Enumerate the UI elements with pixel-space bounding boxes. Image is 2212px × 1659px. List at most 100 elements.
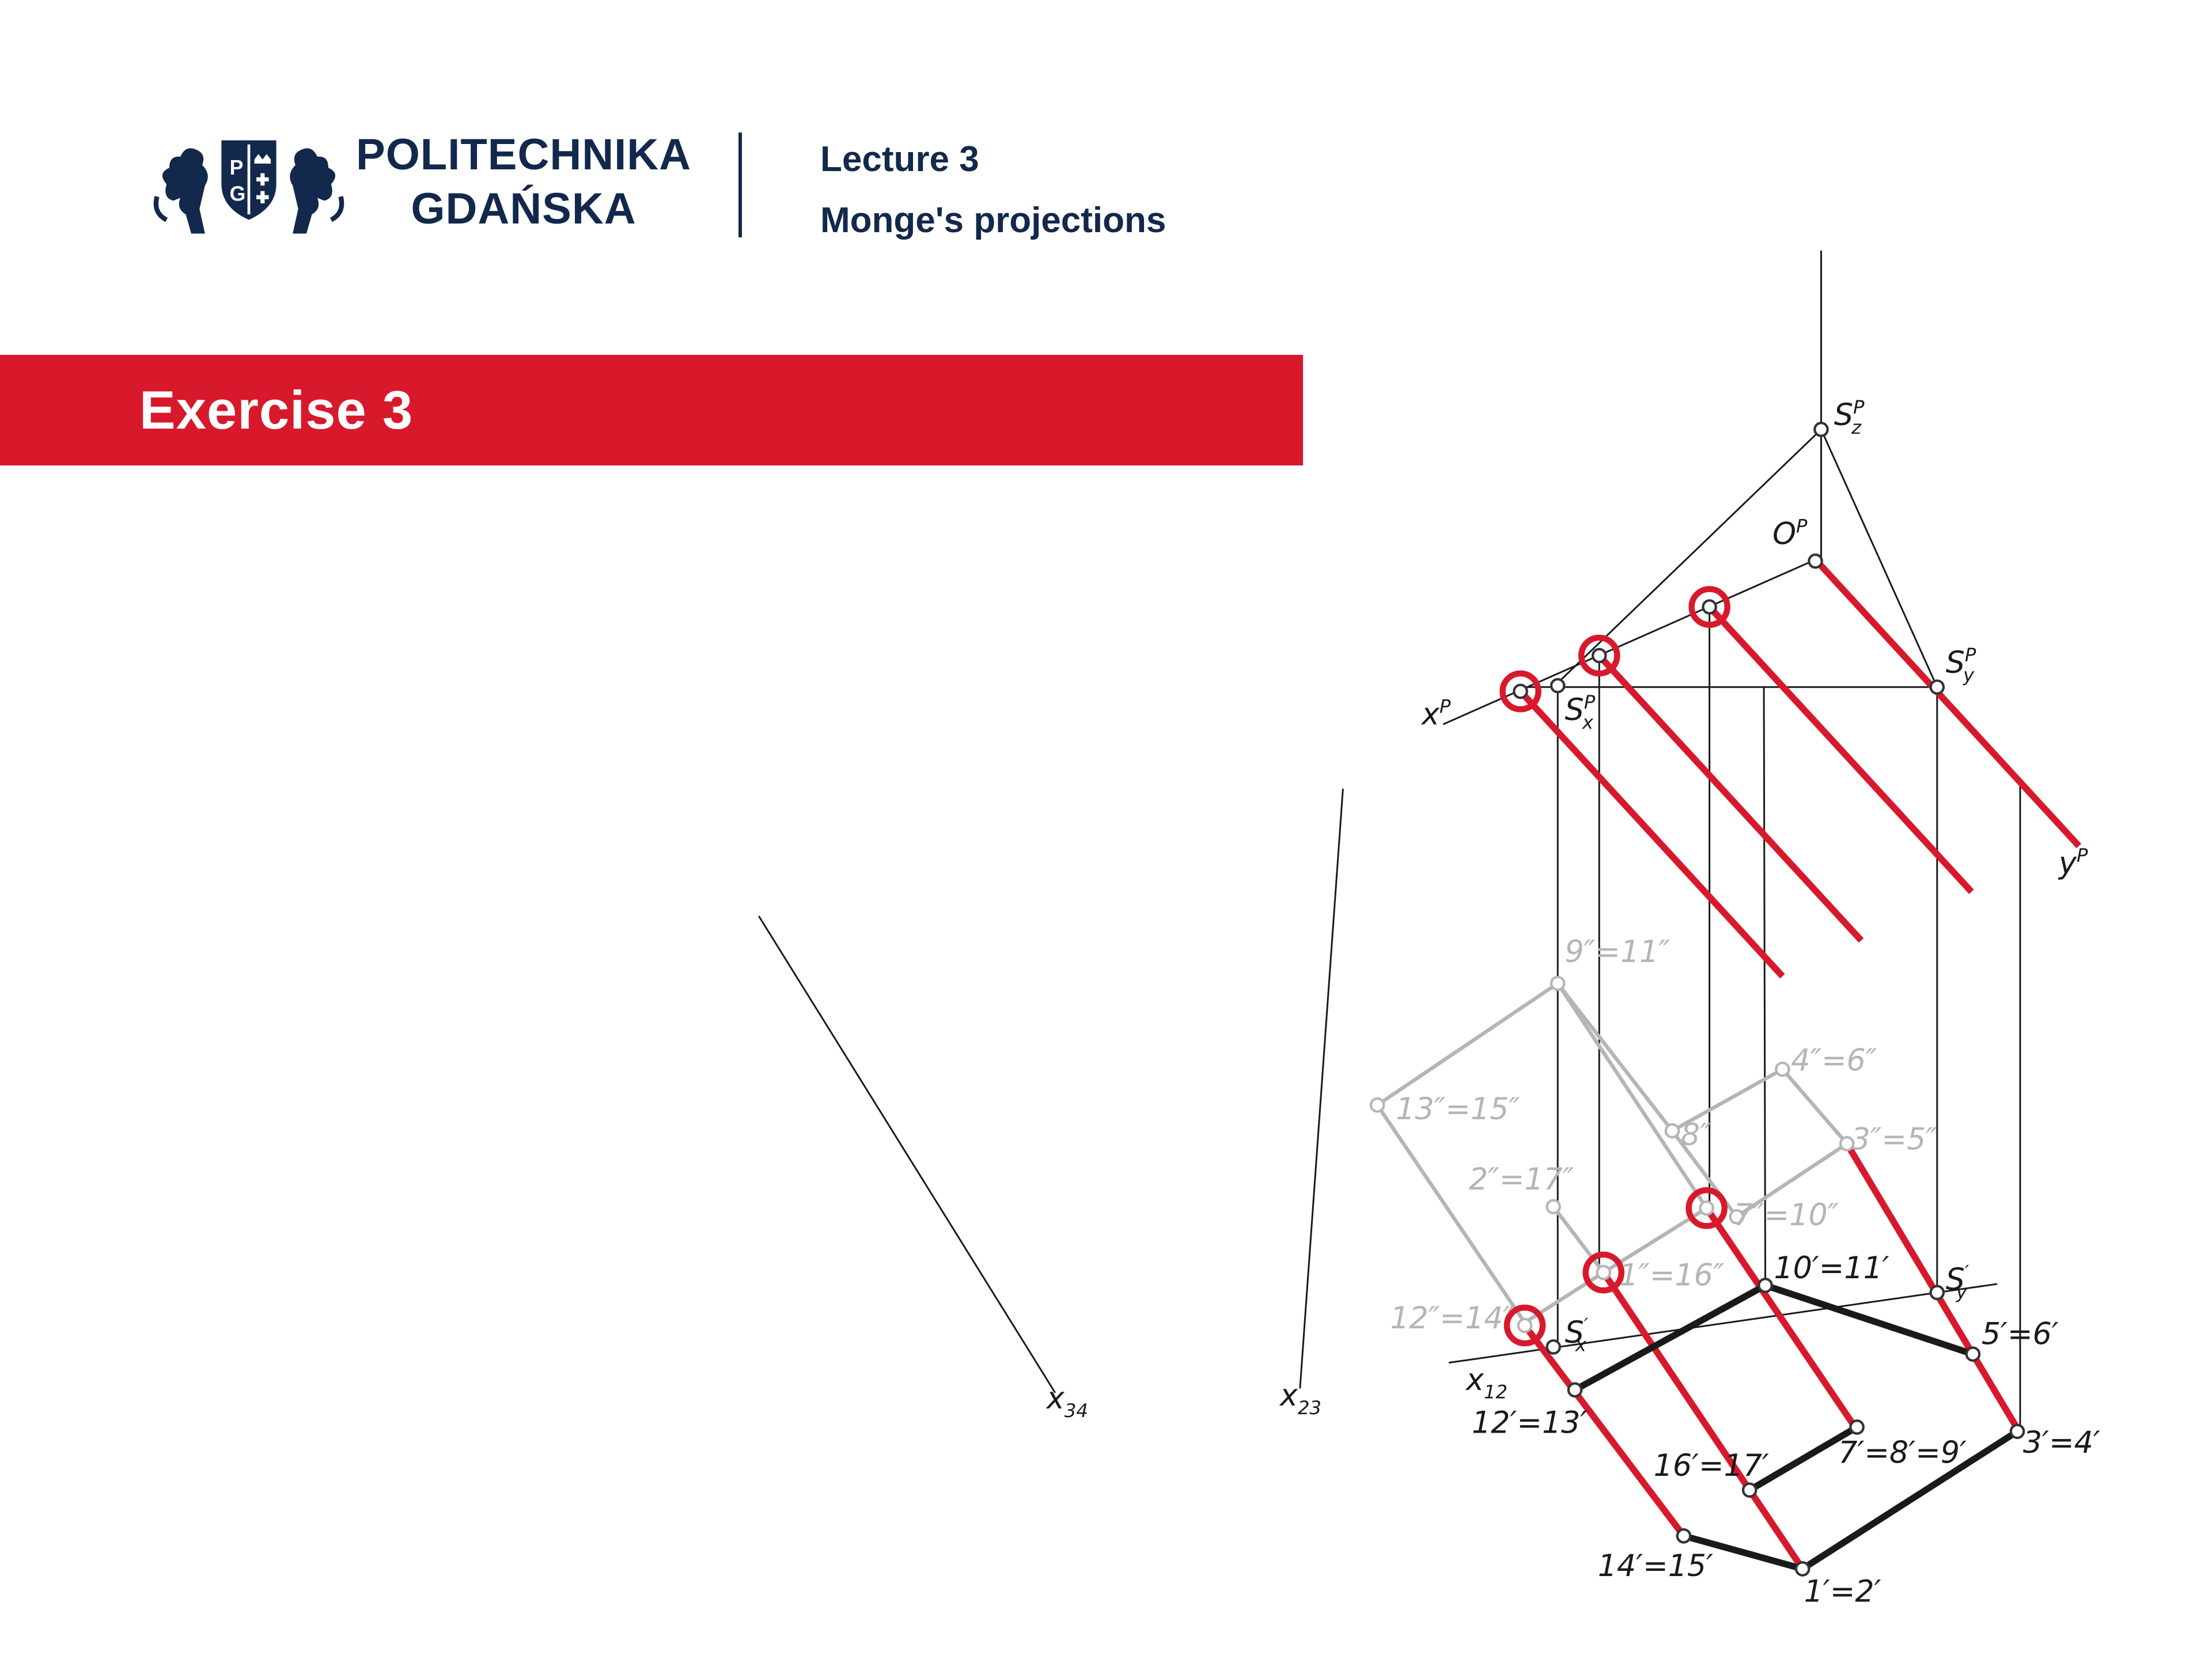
- point-marker: [1546, 1339, 1561, 1355]
- point-marker: [1513, 683, 1528, 699]
- highlight-ring: [1685, 1187, 1728, 1229]
- point-marker: [1929, 1285, 1945, 1301]
- point-marker: [1813, 422, 1829, 437]
- construction-line: [1763, 687, 1767, 1286]
- point-marker: [1676, 1528, 1692, 1544]
- university-name-line2: GDAŃSKA: [411, 184, 637, 233]
- point-label: S′x: [1565, 1314, 1589, 1356]
- projection-ray: [1707, 604, 1974, 894]
- gray-point-marker: [1775, 1061, 1790, 1077]
- gray-point-marker: [1664, 1123, 1680, 1139]
- point-label: 16′=17′: [1654, 1449, 1769, 1483]
- projection-rays: [1518, 559, 2082, 1571]
- point-label: x34: [1046, 1381, 1088, 1422]
- point-marker: [1550, 677, 1566, 694]
- second-projection-edge: [1781, 1068, 1849, 1145]
- second-projection-edge: [1556, 982, 1709, 1210]
- point-label: 3″=5″: [1851, 1122, 1938, 1157]
- gray-point-marker: [1546, 1199, 1561, 1215]
- point-label: 5′=6′: [1982, 1317, 2059, 1351]
- point-label: 7″=10″: [1734, 1198, 1839, 1233]
- second-projection-edge: [1376, 982, 1559, 1107]
- projection-ray: [1600, 1270, 1805, 1571]
- point-label: 12′=13′: [1472, 1406, 1587, 1440]
- lecture-title-block: Lecture 3 Monge's projections: [820, 129, 1166, 251]
- point-label: OP: [1772, 515, 1808, 551]
- gray-point-marker: [1517, 1317, 1533, 1334]
- point-label: 3′=4′: [2023, 1426, 2100, 1460]
- first-projection-edges: [1573, 1282, 2020, 1572]
- highlight-ring: [1688, 586, 1730, 628]
- construction-line: [1299, 789, 1344, 1389]
- construction-line: [1820, 429, 1938, 688]
- point-marker: [1965, 1346, 1981, 1362]
- second-projection-edge: [1671, 1067, 1783, 1132]
- highlight-rings: [1499, 586, 1730, 1347]
- highlight-ring: [1499, 670, 1541, 713]
- point-label: 2″=17″: [1469, 1162, 1574, 1197]
- header-divider: [738, 132, 742, 237]
- projection-ray: [1814, 559, 2082, 849]
- point-marker: [1794, 1561, 1810, 1577]
- first-projection-edge: [1764, 1282, 1974, 1358]
- point-label: xP: [1421, 695, 1451, 732]
- gray-point-marker: [1729, 1209, 1745, 1225]
- point-label: 1″=16″: [1619, 1258, 1725, 1293]
- second-projection-edge: [1556, 982, 1674, 1132]
- point-marker: [1591, 647, 1607, 664]
- pg-crest-logo: P G: [153, 140, 344, 234]
- point-marker: [1808, 553, 1823, 569]
- gray-point-marker: [1839, 1136, 1855, 1152]
- highlight-ring: [1582, 1251, 1624, 1294]
- projection-ray: [1597, 653, 1864, 943]
- point-label: 13″=15″: [1396, 1092, 1520, 1127]
- lecture-subject: Monge's projections: [820, 200, 1166, 240]
- construction-line: [1442, 559, 1816, 725]
- projection-ray: [1703, 1206, 1860, 1432]
- point-label: 14′=15′: [1598, 1549, 1713, 1584]
- gray-point-marker: [1596, 1264, 1611, 1281]
- construction-line: [758, 915, 1056, 1393]
- point-marker: [2009, 1423, 2025, 1440]
- point-label: x12: [1465, 1363, 1508, 1403]
- university-name: POLITECHNIKA GDAŃSKA: [356, 128, 691, 236]
- point-marker: [1758, 1278, 1773, 1293]
- projection-ray: [1522, 1323, 1687, 1538]
- lecture-number: Lecture 3: [820, 139, 979, 179]
- exercise-banner: Exercise 3: [0, 355, 1303, 465]
- second-projection-edge: [1736, 1142, 1848, 1218]
- shield-letter-p: P: [230, 156, 244, 179]
- first-projection-edge: [1748, 1424, 1859, 1493]
- point-label: x23: [1279, 1378, 1321, 1419]
- point-marker: [1929, 679, 1945, 695]
- first-projection-edge: [1801, 1429, 2020, 1572]
- point-marker: [1702, 599, 1717, 615]
- point-label: 10′=11′: [1774, 1251, 1889, 1286]
- lion-left-icon: [153, 148, 208, 234]
- point-markers: [1369, 422, 2025, 1577]
- point-marker: [1741, 1482, 1758, 1498]
- point-marker: [1567, 1382, 1583, 1398]
- point-label: 7′=8′=9′: [1838, 1436, 1967, 1471]
- first-projection-edge: [1683, 1532, 1804, 1572]
- point-label: yP: [2058, 844, 2088, 881]
- point-label: 8″: [1681, 1118, 1711, 1153]
- gray-point-marker: [1369, 1097, 1385, 1113]
- shield-icon: P G: [221, 140, 276, 220]
- second-projection-edge: [1552, 1205, 1605, 1274]
- highlight-ring: [1503, 1304, 1546, 1347]
- crown-icon: [254, 154, 271, 164]
- point-label: 1′=2′: [1804, 1575, 1881, 1609]
- second-projection-outline: [1376, 982, 1849, 1324]
- highlight-ring: [1578, 634, 1620, 677]
- gray-point-marker: [1550, 975, 1566, 991]
- crosses-icon: [256, 173, 269, 204]
- gray-point-marker: [1699, 1200, 1714, 1216]
- point-label: 4″=6″: [1791, 1044, 1877, 1078]
- projection-ray: [1518, 689, 1785, 979]
